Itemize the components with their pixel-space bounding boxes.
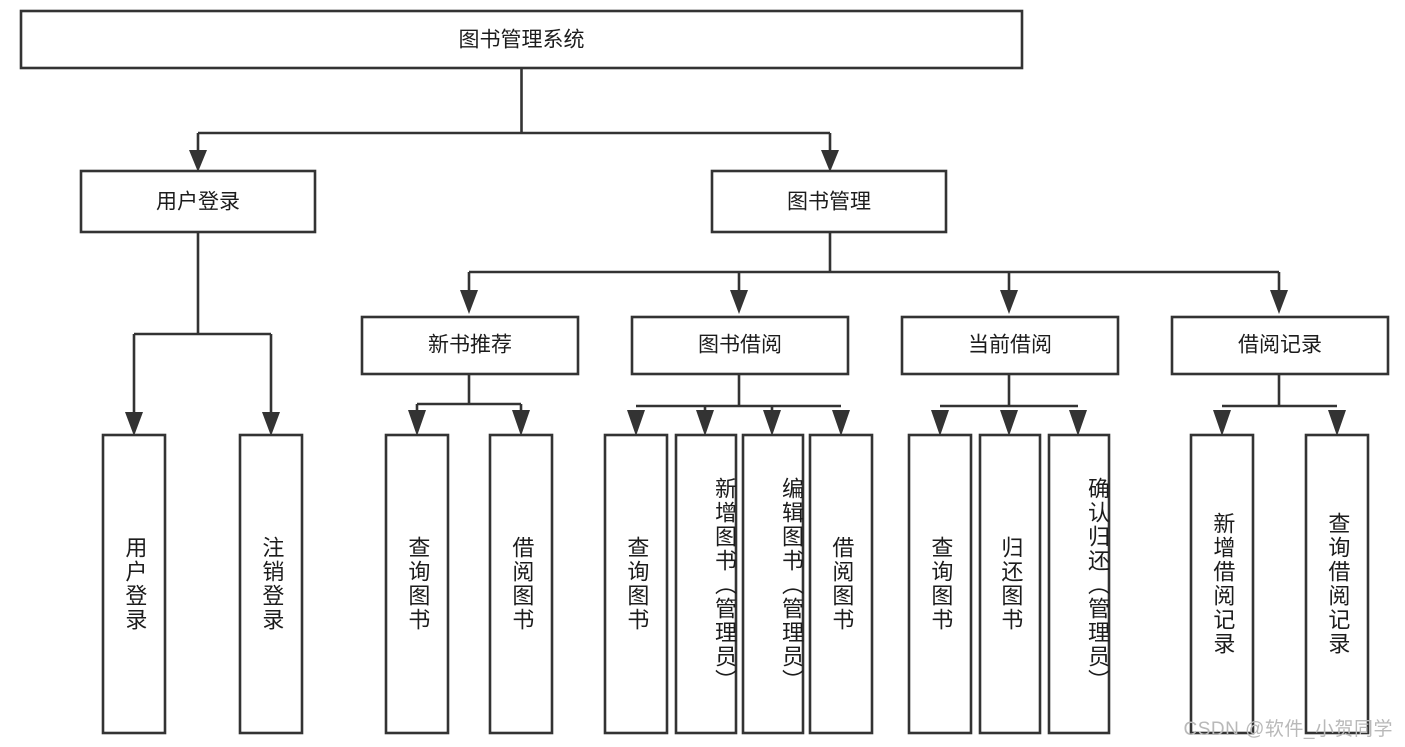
- arrow-head-current-borrow: [1000, 290, 1018, 314]
- leaf-return-book-box[interactable]: [978, 433, 1042, 735]
- arrow-head-borrow-record: [1270, 290, 1288, 314]
- arrow-head-leaf-confirm-return: [1069, 410, 1087, 436]
- leaf-borrow-book-2-box[interactable]: [808, 433, 874, 735]
- node-new-book-recommend[interactable]: 新书推荐: [360, 315, 580, 376]
- arrow-head-new-book-recommend: [460, 290, 478, 314]
- node-book-borrow-label: 图书借阅: [698, 334, 782, 357]
- leaf-confirm-return-box[interactable]: [1047, 433, 1111, 735]
- arrow-head-book-management: [821, 150, 839, 172]
- arrow-head-leaf-add-record: [1213, 410, 1231, 436]
- arrow-head-leaf-query-book-2: [627, 410, 645, 436]
- leaf-borrow-book-1-box[interactable]: [488, 433, 554, 735]
- leaf-query-book-3-box[interactable]: [907, 433, 973, 735]
- node-current-borrow[interactable]: 当前借阅: [900, 315, 1120, 376]
- node-book-borrow[interactable]: 图书借阅: [630, 315, 850, 376]
- leaf-logout-login-box[interactable]: [238, 433, 304, 735]
- node-book-borrow-box[interactable]: [630, 315, 850, 376]
- arrow-head-leaf-logout-login: [262, 412, 280, 436]
- node-book-management-label: 图书管理: [787, 191, 871, 214]
- connector-group-root: [189, 68, 839, 172]
- node-new-book-recommend-label: 新书推荐: [428, 334, 512, 357]
- arrow-head-leaf-query-book-1: [408, 410, 426, 436]
- leaf-edit-book-box[interactable]: [741, 433, 805, 735]
- leaf-user-login-box[interactable]: [101, 433, 167, 735]
- csdn-watermark: CSDN @软件_小贺同学: [1183, 719, 1393, 740]
- connector-group-user-login: [125, 232, 280, 436]
- node-root[interactable]: 图书管理系统: [19, 9, 1024, 70]
- node-book-management-box[interactable]: [710, 169, 948, 234]
- arrow-head-leaf-add-book: [696, 410, 714, 436]
- connector-group-borrow-record: [1213, 374, 1346, 436]
- arrow-head-leaf-return-book: [1000, 410, 1018, 436]
- leaf-query-record-box[interactable]: [1304, 433, 1370, 735]
- arrow-head-leaf-borrow-book-2: [832, 410, 850, 436]
- leaf-query-book-1-box[interactable]: [384, 433, 450, 735]
- arrow-head-leaf-query-record: [1328, 410, 1346, 436]
- node-borrow-record-box[interactable]: [1170, 315, 1390, 376]
- leaf-boxes: [101, 433, 1370, 735]
- arrow-head-leaf-borrow-book-1: [512, 410, 530, 436]
- arrow-head-leaf-query-book-3: [931, 410, 949, 436]
- node-new-book-recommend-box[interactable]: [360, 315, 580, 376]
- arrow-head-leaf-edit-book: [763, 410, 781, 436]
- leaf-add-book-box[interactable]: [674, 433, 738, 735]
- node-current-borrow-label: 当前借阅: [968, 334, 1052, 357]
- node-user-login-label: 用户登录: [156, 191, 240, 214]
- arrow-head-book-borrow: [730, 290, 748, 314]
- node-user-login[interactable]: 用户登录: [79, 169, 317, 234]
- connector-group-new-book-recommend: [408, 374, 530, 436]
- node-book-management[interactable]: 图书管理: [710, 169, 948, 234]
- node-borrow-record[interactable]: 借阅记录: [1170, 315, 1390, 376]
- node-root-box[interactable]: [19, 9, 1024, 70]
- node-root-label: 图书管理系统: [459, 29, 585, 52]
- node-borrow-record-label: 借阅记录: [1238, 334, 1322, 357]
- leaf-query-book-2-box[interactable]: [603, 433, 669, 735]
- connector-group-current-borrow: [931, 374, 1087, 436]
- arrow-head-user-login: [189, 150, 207, 172]
- leaf-add-record-box[interactable]: [1189, 433, 1255, 735]
- node-user-login-box[interactable]: [79, 169, 317, 234]
- connector-group-book-management: [460, 232, 1288, 314]
- connector-group-book-borrow: [627, 374, 850, 436]
- arrow-head-leaf-user-login: [125, 412, 143, 436]
- node-current-borrow-box[interactable]: [900, 315, 1120, 376]
